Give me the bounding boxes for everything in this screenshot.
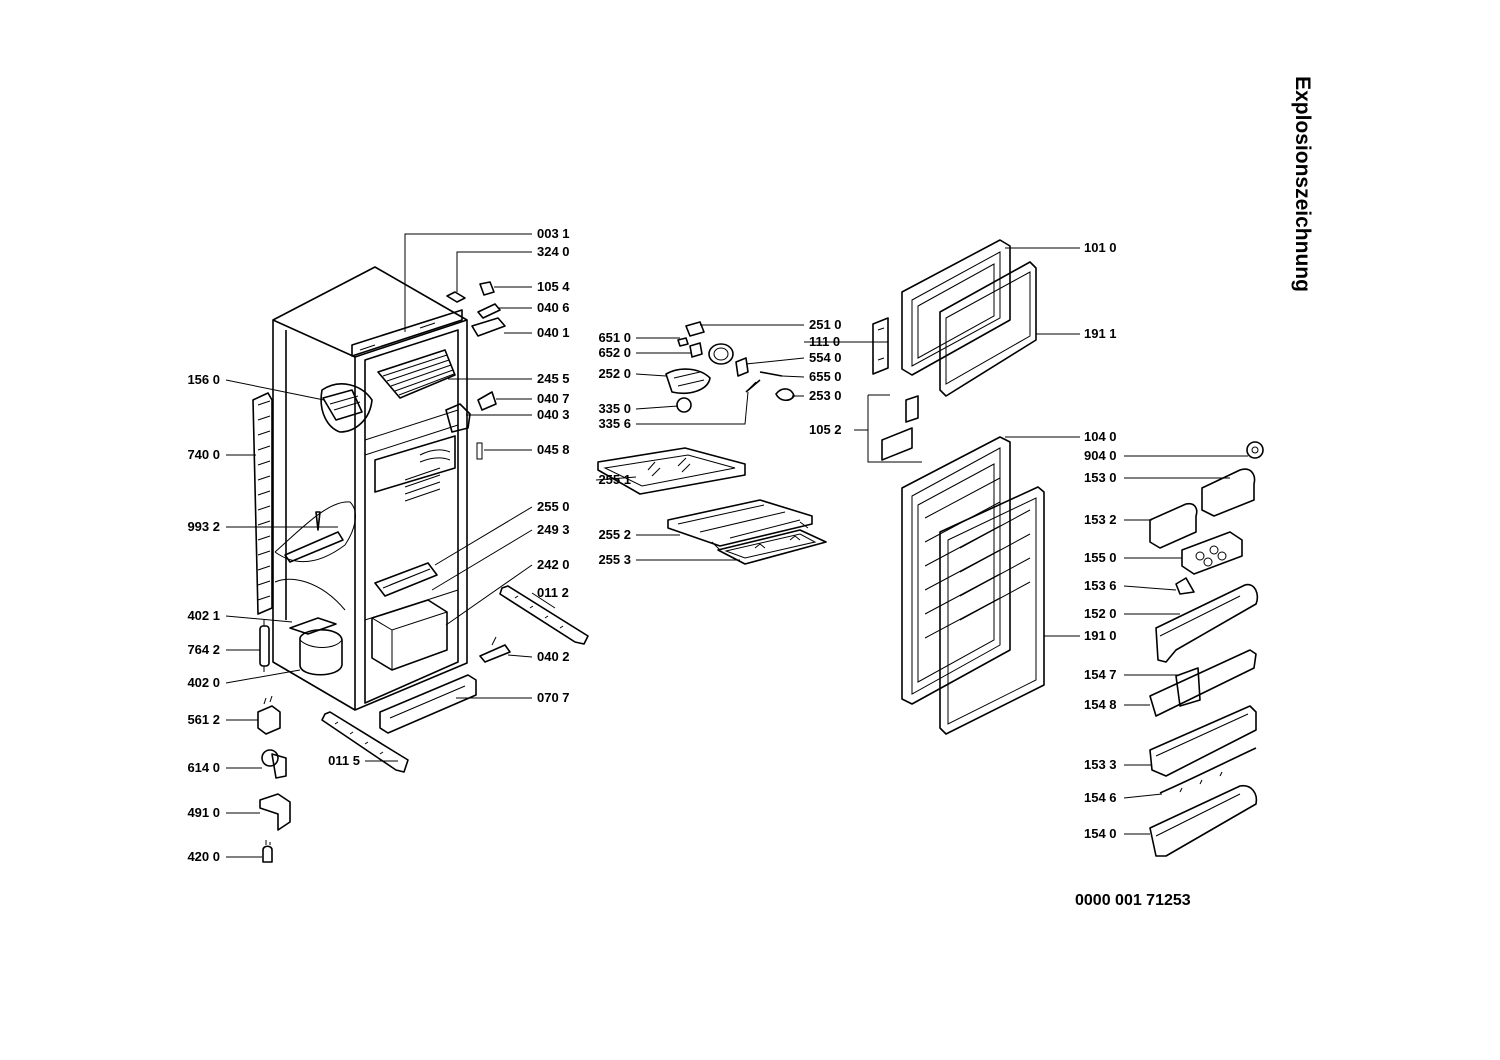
part-label-1911: 191 1 — [1084, 326, 1117, 341]
small-hardware — [445, 281, 511, 663]
part-label-0458: 045 8 — [537, 442, 570, 457]
part-label-1110: 111 0 — [809, 334, 841, 349]
part-label-6140: 614 0 — [187, 760, 220, 775]
part-label-6550: 655 0 — [809, 369, 842, 384]
evaporator-plate — [374, 435, 456, 502]
part-label-1010: 101 0 — [1084, 240, 1117, 255]
condenser — [252, 392, 273, 615]
door-accessories — [1149, 441, 1264, 857]
part-label-0406: 040 6 — [537, 300, 570, 315]
part-label-1530: 153 0 — [1084, 470, 1117, 485]
part-label-5540: 554 0 — [809, 350, 842, 365]
part-label-6520: 652 0 — [598, 345, 631, 360]
part-label-0115: 011 5 — [328, 753, 360, 768]
part-label-1910: 191 0 — [1084, 628, 1117, 643]
part-label-7400: 740 0 — [187, 447, 220, 462]
part-label-1547: 154 7 — [1084, 667, 1117, 682]
part-label-2510: 251 0 — [809, 317, 842, 332]
part-label-3356: 335 6 — [598, 416, 631, 431]
freezer-detail-inset — [320, 383, 373, 433]
part-label-4200: 420 0 — [187, 849, 220, 864]
part-label-0407: 040 7 — [537, 391, 570, 406]
part-label-1040: 104 0 — [1084, 429, 1117, 444]
part-label-1532: 153 2 — [1084, 512, 1117, 527]
rail-right — [499, 585, 589, 645]
capacitor-part — [262, 840, 273, 863]
part-label-4020: 402 0 — [187, 675, 220, 690]
glass-shelf-255-1 — [597, 447, 746, 495]
part-label-0707: 070 7 — [537, 690, 570, 705]
part-label-2551: 255 1 — [598, 472, 631, 487]
page-title: Explosionszeichnung — [1291, 76, 1314, 292]
part-label-0402: 040 2 — [537, 649, 570, 664]
part-label-0403: 040 3 — [537, 407, 570, 422]
part-label-0112: 011 2 — [537, 585, 569, 600]
part-label-4021: 402 1 — [187, 608, 220, 623]
cover-part — [259, 793, 291, 831]
part-label-3240: 324 0 — [537, 244, 570, 259]
thermostat-detail-inset — [274, 501, 356, 563]
lamp-assembly — [665, 317, 922, 463]
part-label-2550: 255 0 — [537, 499, 570, 514]
relay-part — [257, 695, 281, 735]
part-label-2553: 255 3 — [598, 552, 631, 567]
crisper-drawer — [371, 599, 448, 671]
plinth-cover — [379, 674, 477, 734]
part-label-2530: 253 0 — [809, 388, 842, 403]
part-label-2455: 245 5 — [537, 371, 570, 386]
part-label-9040: 904 0 — [1084, 448, 1117, 463]
freezer-door — [901, 239, 1011, 376]
part-label-6510: 651 0 — [598, 330, 631, 345]
part-label-1560: 156 0 — [187, 372, 220, 387]
fridge-door — [901, 436, 1011, 705]
part-label-1548: 154 8 — [1084, 697, 1117, 712]
part-label-3350: 335 0 — [598, 401, 631, 416]
filter-drier — [259, 620, 270, 672]
compressor — [274, 578, 346, 676]
cabinet-body — [272, 266, 468, 711]
part-label-1550: 155 0 — [1084, 550, 1117, 565]
part-label-1054: 105 4 — [537, 279, 570, 294]
part-label-1533: 153 3 — [1084, 757, 1117, 772]
part-label-0401: 040 1 — [537, 325, 570, 340]
freezer-shelf — [377, 349, 456, 399]
part-label-2520: 252 0 — [598, 366, 631, 381]
fridge-gasket — [939, 486, 1045, 735]
part-label-7642: 764 2 — [187, 642, 220, 657]
part-label-4910: 491 0 — [187, 805, 220, 820]
fridge-shelf — [374, 562, 438, 597]
starter-part — [261, 749, 287, 779]
shelf-255-2 — [667, 499, 813, 551]
rail-left — [321, 711, 409, 773]
part-label-1520: 152 0 — [1084, 606, 1117, 621]
part-label-1052: 105 2 — [809, 422, 842, 437]
part-label-9932: 993 2 — [187, 519, 220, 534]
part-label-2552: 255 2 — [598, 527, 631, 542]
part-label-1546: 154 6 — [1084, 790, 1117, 805]
part-label-0031: 003 1 — [537, 226, 570, 241]
leader-lines — [225, 233, 1248, 858]
part-label-5612: 561 2 — [187, 712, 220, 727]
freezer-gasket — [939, 261, 1037, 397]
part-label-1536: 153 6 — [1084, 578, 1117, 593]
shelf-255-3 — [717, 529, 827, 565]
part-label-2493: 249 3 — [537, 522, 570, 537]
drawing-number: 0000 001 71253 — [1075, 892, 1191, 909]
part-label-2420: 242 0 — [537, 557, 570, 572]
part-label-1540: 154 0 — [1084, 826, 1117, 841]
